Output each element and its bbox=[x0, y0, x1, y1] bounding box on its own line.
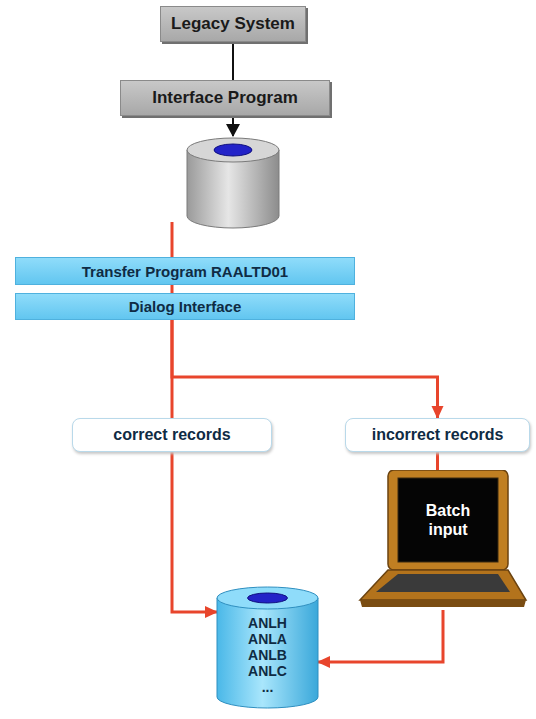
flow-line bbox=[171, 222, 174, 257]
flow-connector bbox=[171, 285, 174, 293]
node-label: Transfer Program RAALTD01 bbox=[82, 263, 288, 280]
records-box: incorrect records bbox=[345, 418, 530, 452]
node-label: ANLA bbox=[248, 631, 287, 647]
node-label: Interface Program bbox=[152, 88, 298, 108]
storage-cylinder bbox=[187, 138, 279, 228]
node-label: Dialog Interface bbox=[129, 298, 242, 315]
feed-arrow bbox=[232, 116, 234, 136]
flow-connector bbox=[172, 320, 438, 418]
node-label: incorrect records bbox=[372, 426, 504, 444]
node-label: ANLB bbox=[248, 647, 287, 663]
program-box: Interface Program bbox=[120, 80, 330, 116]
node-label: ... bbox=[262, 679, 274, 695]
flow-connector bbox=[232, 42, 234, 80]
node-label: Batch input bbox=[416, 501, 480, 539]
node-label: ANLH bbox=[248, 615, 287, 631]
laptop: Batch input bbox=[358, 470, 528, 610]
flow-connector bbox=[436, 452, 439, 470]
legacy-box: Legacy System bbox=[160, 6, 306, 42]
node-label: Legacy System bbox=[171, 14, 295, 34]
node-label: ANLC bbox=[248, 663, 287, 679]
node-label: correct records bbox=[113, 426, 230, 444]
records-box: correct records bbox=[72, 418, 272, 452]
database-cylinder: ANLHANLAANLBANLC... bbox=[215, 585, 320, 710]
flow-connector bbox=[172, 452, 217, 612]
interface-band: Dialog Interface bbox=[15, 293, 355, 320]
program-band: Transfer Program RAALTD01 bbox=[15, 257, 355, 285]
flow-connector bbox=[318, 610, 443, 662]
